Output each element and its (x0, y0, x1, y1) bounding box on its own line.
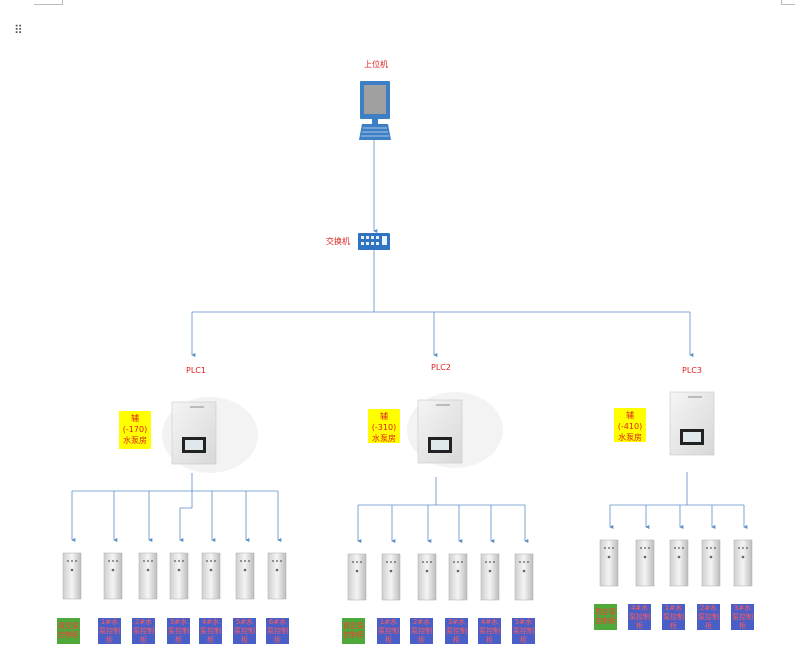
page-corner-right (781, 0, 795, 5)
control-cabinet-icon (201, 552, 221, 600)
control-cabinet-icon (138, 552, 158, 600)
cabinet-label: 6#水泵控制柜 (266, 617, 289, 644)
computer-icon (359, 81, 391, 140)
control-cabinet-icon (669, 539, 689, 587)
control-cabinet-icon (480, 553, 500, 601)
pump-room-label-2: 辅(-310)水泵房 (368, 409, 400, 443)
cabinet-label: 2#水泵控制柜 (132, 617, 155, 644)
cabinet-label: 真空泵控制柜 (57, 618, 80, 644)
cabinets-plc1 (62, 552, 287, 600)
control-cabinet-icon (417, 553, 437, 601)
cabinet-label: 4#水泵控制柜 (628, 603, 651, 630)
cabinet-drops-plc3 (609, 505, 748, 529)
control-cabinet-icon (381, 553, 401, 601)
control-cabinet-icon (701, 539, 721, 587)
cabinet-drops-plc1 (71, 491, 282, 542)
control-cabinet-icon (514, 553, 534, 601)
plc3-panel-icon (669, 391, 715, 456)
control-cabinet-icon (733, 539, 753, 587)
cabinet-label: 真空泵控制柜 (594, 604, 617, 630)
control-cabinet-icon (267, 552, 287, 600)
cabinet-label: 2#水泵控制柜 (410, 617, 433, 644)
control-cabinet-icon (448, 553, 468, 601)
cabinet-label: 3#水泵控制柜 (167, 617, 190, 644)
cabinets-plc3 (599, 539, 753, 587)
control-cabinet-icon (235, 552, 255, 600)
cabinet-label: 1#水泵控制柜 (662, 603, 685, 630)
switch-label: 交换机 (326, 237, 350, 246)
cabinet-drops-plc2 (357, 505, 529, 543)
cabinet-label: 2#水泵控制柜 (697, 603, 720, 630)
page-corner-left (34, 0, 63, 5)
cabinet-label: 1#水泵控制柜 (98, 617, 121, 644)
control-cabinet-icon (599, 539, 619, 587)
plc2-panel-icon (407, 392, 503, 468)
control-cabinet-icon (347, 553, 367, 601)
network-switch-icon (358, 233, 390, 250)
cabinet-label: 3#水泵控制柜 (445, 617, 468, 644)
cabinet-label: 真空泵控制柜 (342, 618, 365, 644)
control-cabinet-icon (169, 552, 189, 600)
pump-room-label-1: 辅(-170)水泵房 (119, 411, 151, 449)
plc1-label: PLC1 (186, 366, 206, 375)
cabinet-label: 1#水泵控制柜 (377, 617, 400, 644)
control-cabinet-icon (62, 552, 82, 600)
plc2-label: PLC2 (431, 363, 451, 372)
control-cabinet-icon (103, 552, 123, 600)
cabinet-label: 4#水泵控制柜 (478, 617, 501, 644)
control-cabinet-icon (635, 539, 655, 587)
cabinets-plc2 (347, 553, 534, 601)
drag-handle-icon[interactable]: ⠿ (14, 23, 23, 37)
host-label: 上位机 (364, 60, 388, 69)
plc3-label: PLC3 (682, 366, 702, 375)
cabinet-label: 4#水泵控制柜 (199, 617, 222, 644)
cabinet-label: 5#水泵控制柜 (233, 617, 256, 644)
cabinet-label: 5#水泵控制柜 (512, 617, 535, 644)
cabinet-label: 3#水泵控制柜 (731, 603, 754, 630)
plc1-panel-icon (162, 397, 258, 473)
pump-room-label-3: 辅(-410)水泵房 (614, 408, 646, 442)
